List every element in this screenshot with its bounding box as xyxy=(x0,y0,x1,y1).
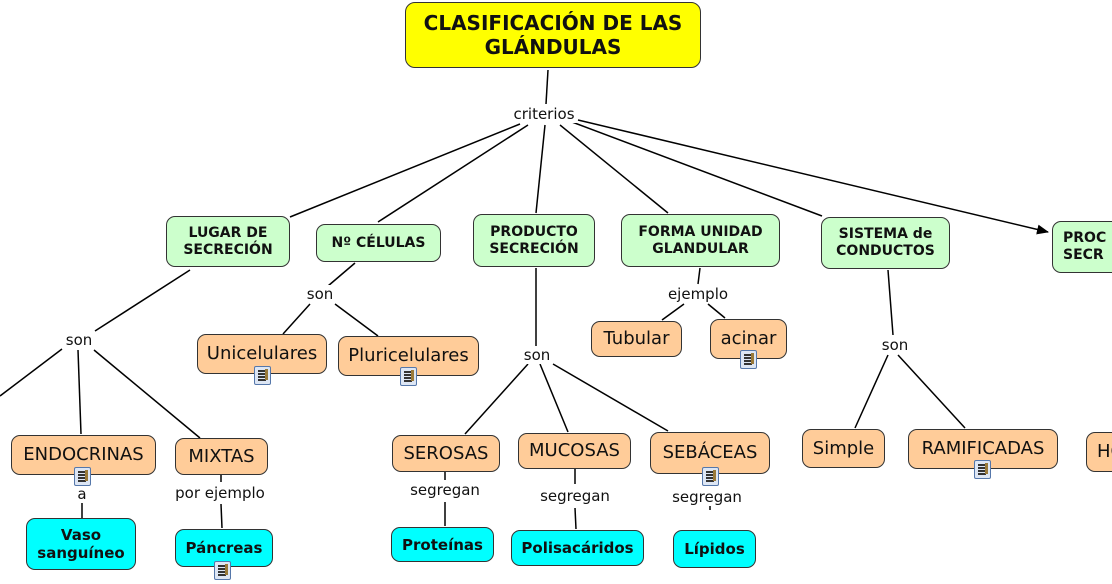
type-serosas[interactable]: SEROSAS xyxy=(392,435,500,472)
label-son-sistema: son xyxy=(879,336,911,354)
resource-document-icon[interactable] xyxy=(254,366,271,385)
label-segregan-sebaceas: segregan xyxy=(670,488,744,506)
resource-document-icon[interactable] xyxy=(74,467,91,486)
label-son-producto: son xyxy=(521,346,553,364)
criterion-n-celulas[interactable]: Nº CÉLULAS xyxy=(316,224,441,262)
resource-document-icon[interactable] xyxy=(974,460,991,479)
criterion-sistema-conductos[interactable]: SISTEMA de CONDUCTOS xyxy=(821,217,950,269)
example-vaso-sanguineo[interactable]: Vaso sanguíneo xyxy=(26,518,136,570)
type-endocrinas[interactable]: ENDOCRINAS xyxy=(11,435,156,475)
resource-document-icon[interactable] xyxy=(214,561,231,580)
type-simple[interactable]: Simple xyxy=(802,429,885,468)
resource-document-icon[interactable] xyxy=(400,367,417,386)
label-ejemplo: ejemplo xyxy=(665,285,731,303)
label-criterios: criterios xyxy=(511,105,577,123)
criterion-lugar-secrecion[interactable]: LUGAR DE SECRECIÓN xyxy=(166,216,290,267)
resource-document-icon[interactable] xyxy=(702,467,719,486)
resource-document-icon[interactable] xyxy=(740,350,757,369)
type-mucosas[interactable]: MUCOSAS xyxy=(518,433,631,469)
label-segregan-mucosas: segregan xyxy=(538,487,612,505)
label-a: a xyxy=(75,485,89,503)
type-acinar[interactable]: acinar xyxy=(710,319,787,359)
type-ho-partial[interactable]: HO xyxy=(1086,432,1112,472)
example-polisacaridos[interactable]: Polisacáridos xyxy=(511,530,644,566)
type-mixtas[interactable]: MIXTAS xyxy=(175,438,268,475)
type-tubular[interactable]: Tubular xyxy=(591,321,682,357)
label-por-ejemplo: por ejemplo xyxy=(173,484,267,502)
criterion-forma-unidad-glandular[interactable]: FORMA UNIDAD GLANDULAR xyxy=(621,214,780,267)
example-proteinas[interactable]: Proteínas xyxy=(391,527,494,562)
label-son-celulas: son xyxy=(304,285,336,303)
criterion-proceso-secrecion[interactable]: PROC SECR xyxy=(1052,221,1112,273)
example-lipidos[interactable]: Lípidos xyxy=(673,530,756,568)
label-segregan-serosas: segregan xyxy=(408,481,482,499)
map-title: CLASIFICACIÓN DE LAS GLÁNDULAS xyxy=(405,2,701,68)
label-son-lugar: son xyxy=(63,331,95,349)
example-pancreas[interactable]: Páncreas xyxy=(175,529,273,567)
criterion-producto-secrecion[interactable]: PRODUCTO SECRECIÓN xyxy=(473,214,595,267)
